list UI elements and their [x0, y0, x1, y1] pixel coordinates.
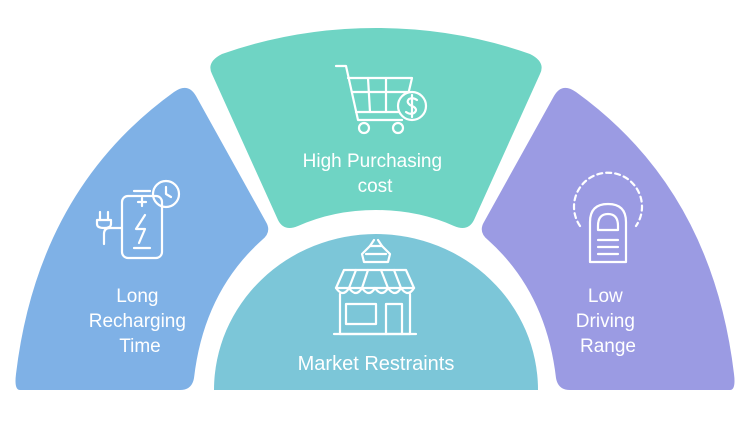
segment-top-shape [210, 28, 542, 228]
segment-low-driving-range: Low Driving Range [481, 87, 735, 390]
segment-long-recharging-time: Long Recharging Time [15, 87, 269, 390]
segment-top-label: High Purchasing cost [303, 151, 448, 197]
segment-right-label: Low Driving Range [576, 286, 640, 357]
center-label: Market Restraints [298, 353, 455, 375]
fingerprint-gauge-icon [572, 171, 644, 264]
segment-high-purchasing-cost: High Purchasing cost [210, 28, 542, 228]
storefront-icon [332, 238, 418, 336]
center-market-restraints: Market Restraints [214, 234, 538, 390]
shopping-cart-dollar-icon [334, 64, 428, 135]
phone-battery-charging-icon [95, 179, 181, 260]
segment-left-label: Long Recharging Time [89, 286, 191, 357]
